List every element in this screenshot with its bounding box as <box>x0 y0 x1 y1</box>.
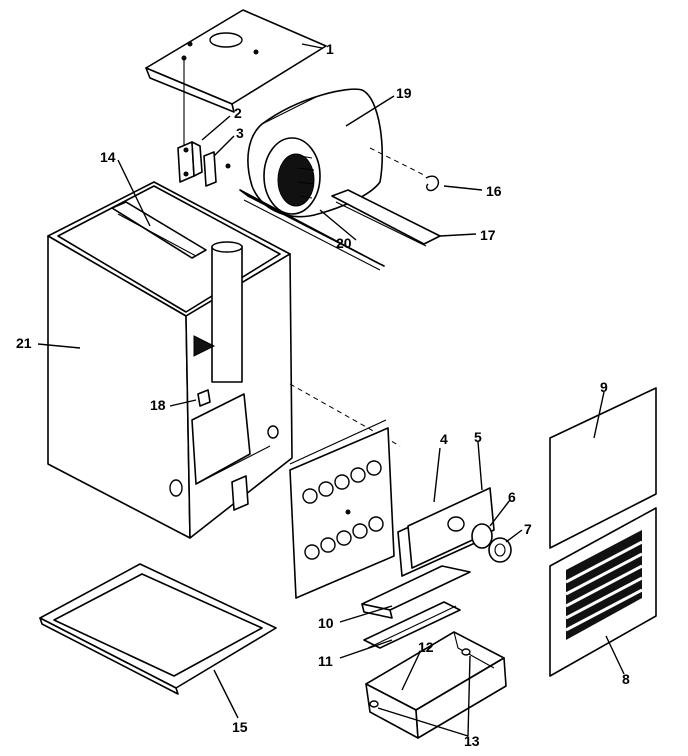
label-part-6: 6 <box>508 489 516 505</box>
bottom-bracket <box>231 475 249 511</box>
label-part-21: 21 <box>16 335 32 351</box>
label-part-4: 4 <box>440 431 448 447</box>
part-6-ring <box>471 523 493 549</box>
label-part-11: 11 <box>318 653 333 669</box>
label-part-14: 14 <box>100 149 116 165</box>
label-part-2: 2 <box>234 105 242 121</box>
label-part-8: 8 <box>622 671 630 687</box>
label-part-16: 16 <box>486 183 502 199</box>
label-part-5: 5 <box>474 429 482 445</box>
part-18-switch <box>197 389 211 407</box>
label-part-9: 9 <box>600 379 608 395</box>
part-3-clip <box>203 151 231 187</box>
part-9-upper-door <box>549 387 657 549</box>
label-part-20: 20 <box>336 235 352 251</box>
part-5-plate <box>407 487 495 569</box>
part-16-clip <box>425 175 440 192</box>
label-part-19: 19 <box>396 85 412 101</box>
label-part-15: 15 <box>232 719 248 735</box>
label-part-17: 17 <box>480 227 496 243</box>
label-part-12: 12 <box>418 639 434 655</box>
label-part-10: 10 <box>318 615 334 631</box>
leader-lines <box>37 43 625 737</box>
label-part-13: 13 <box>464 733 480 749</box>
label-part-1: 1 <box>326 41 334 57</box>
part-1-top-plate <box>145 9 327 152</box>
part-7-ring <box>488 537 512 563</box>
label-part-7: 7 <box>524 521 532 537</box>
label-part-18: 18 <box>150 397 166 413</box>
part-19-blower-housing <box>247 88 427 218</box>
burner-panel <box>289 419 395 599</box>
part-12-burner-frame <box>365 631 507 739</box>
part-2-bracket <box>177 141 203 183</box>
part-15-base-pan <box>39 563 277 695</box>
part-20-blower-rail <box>239 189 385 271</box>
part-13-screws <box>369 648 471 708</box>
part-8-lower-door <box>549 507 657 677</box>
label-part-3: 3 <box>236 125 244 141</box>
part-21-cabinet <box>47 181 401 539</box>
